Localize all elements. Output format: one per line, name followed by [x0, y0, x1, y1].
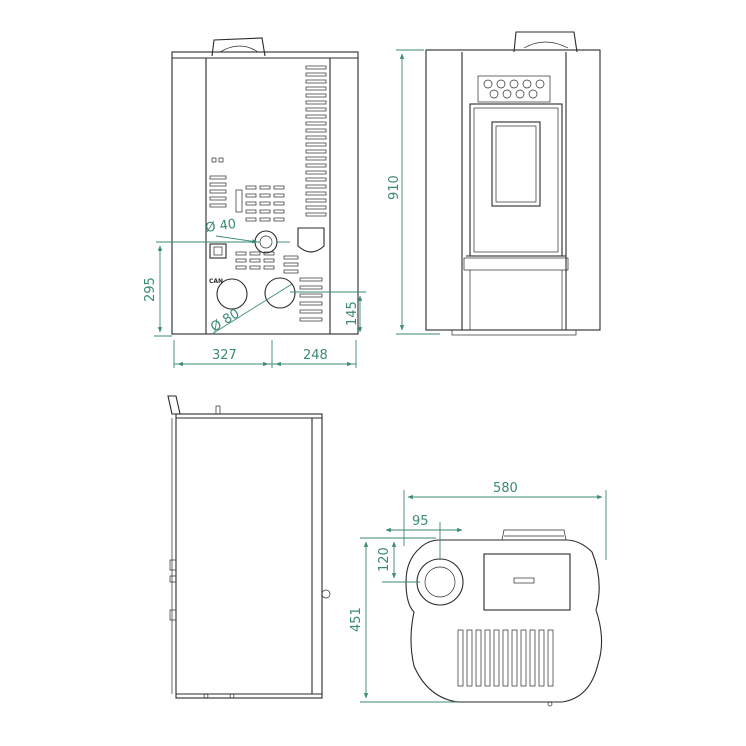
- rear-vent-slots: [305, 65, 327, 217]
- dim-451: 451: [349, 607, 364, 632]
- dim-580: 580: [493, 481, 518, 496]
- dim-dia-40: Ø 40: [204, 217, 237, 236]
- dim-95: 95: [412, 514, 429, 529]
- top-view: [405, 529, 603, 707]
- flue-outlet-80: [264, 277, 296, 309]
- rear-handle: [211, 37, 266, 57]
- dim-295: 295: [143, 277, 158, 302]
- front-dimensions: 910: [387, 49, 440, 335]
- dim-120: 120: [377, 547, 392, 572]
- front-burner-strip: [477, 75, 551, 103]
- front-view: [425, 31, 601, 336]
- top-flue-collar: [416, 558, 464, 606]
- rear-dimensions: 327 248 295 145 Ø 40 Ø 80: [143, 217, 366, 368]
- top-dimensions: 580 95 120 451: [349, 481, 607, 703]
- top-vent-slots: [457, 629, 554, 687]
- side-body: [175, 413, 323, 699]
- flue-outlet-left: [216, 278, 248, 310]
- rear-view: CAN: [171, 37, 359, 335]
- front-door: [469, 103, 563, 257]
- side-handle: [167, 395, 181, 415]
- front-handle: [513, 31, 578, 53]
- dim-248: 248: [303, 348, 328, 363]
- rear-duct: [297, 227, 325, 253]
- rear-mid-vents: [245, 185, 285, 222]
- top-view-outline: [405, 539, 603, 703]
- rear-body: [171, 51, 359, 335]
- rear-left-vents: [209, 157, 243, 213]
- dim-910: 910: [387, 175, 402, 200]
- side-view: [167, 395, 331, 699]
- front-body: [425, 49, 601, 331]
- front-glass: [491, 121, 541, 207]
- dim-145: 145: [345, 301, 360, 326]
- top-hopper-lid: [483, 553, 571, 611]
- power-switch: [209, 243, 227, 259]
- can-label: CAN: [209, 278, 223, 285]
- rear-lower-vents: [235, 251, 323, 322]
- dim-327: 327: [212, 348, 237, 363]
- dim-dia-80: Ø 80: [208, 306, 242, 335]
